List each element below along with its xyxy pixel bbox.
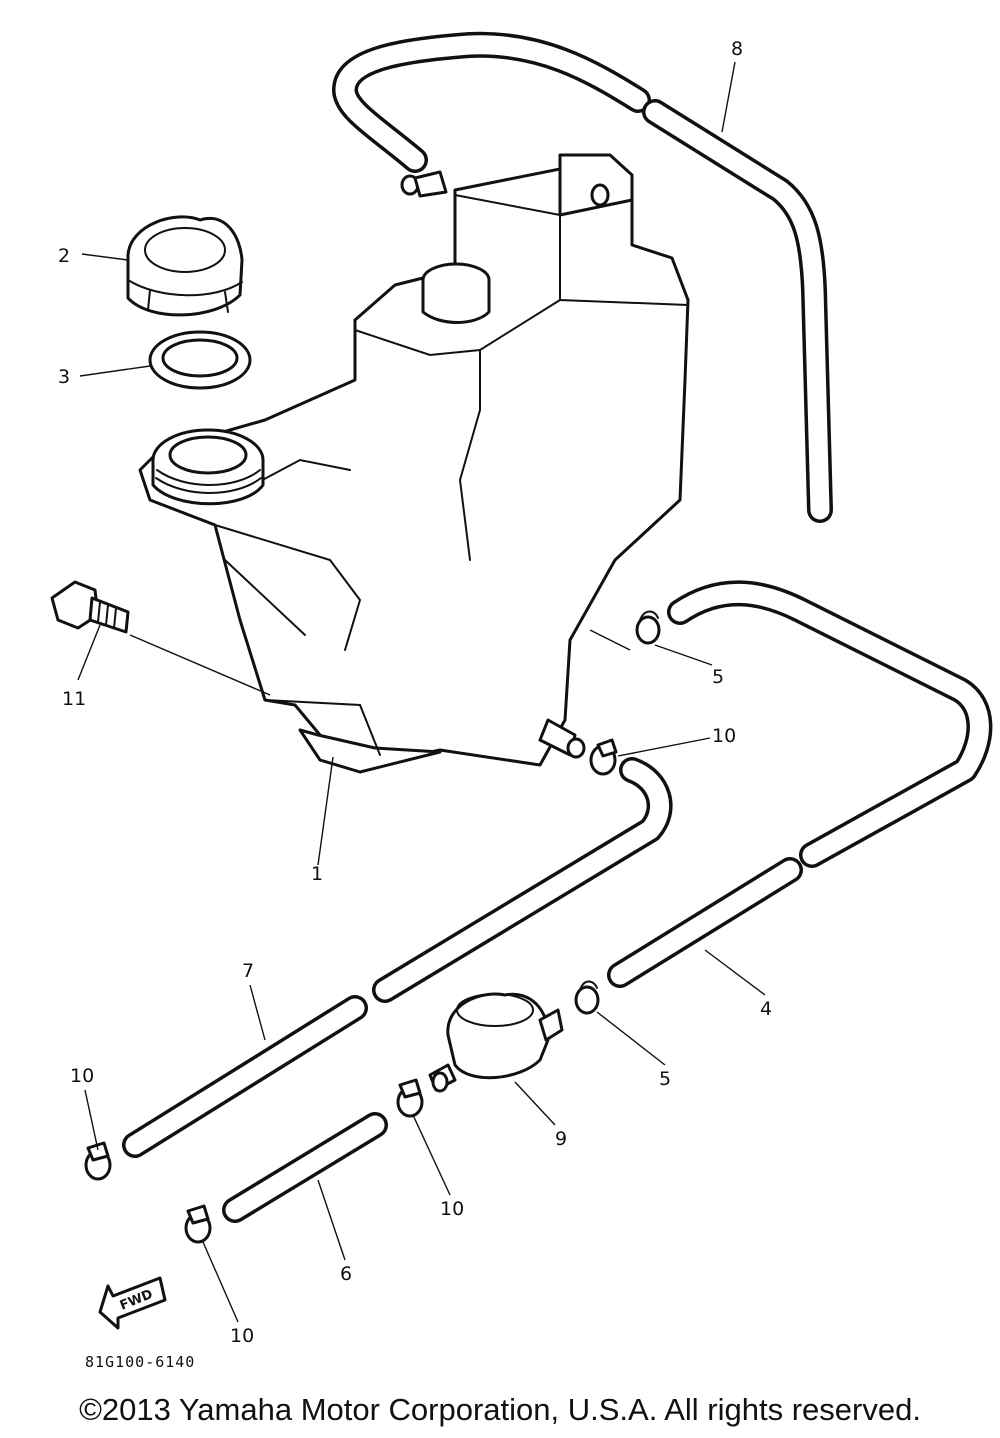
clamp-10-tank xyxy=(589,738,618,776)
callout-11: 11 xyxy=(62,688,86,710)
clamp-10-hose7 xyxy=(84,1141,112,1181)
callout-10-tank: 10 xyxy=(712,725,736,747)
callout-2: 2 xyxy=(58,245,70,267)
clip-5-upper xyxy=(635,610,661,645)
callout-4: 4 xyxy=(760,998,772,1020)
filter-valve xyxy=(428,992,564,1093)
callout-5-lower: 5 xyxy=(659,1068,671,1090)
callout-10-hose7: 10 xyxy=(70,1065,94,1087)
callout-9: 9 xyxy=(555,1128,567,1150)
leader-lines xyxy=(77,61,766,1323)
hose-4 xyxy=(607,580,993,988)
clamp-10-hose6 xyxy=(184,1204,212,1244)
diagram-code: 81G100-6140 xyxy=(85,1353,196,1371)
reservoir-tank xyxy=(138,153,690,774)
clip-5-lower xyxy=(574,980,600,1015)
callout-7: 7 xyxy=(242,960,254,982)
callout-3: 3 xyxy=(58,366,70,388)
reservoir-cap xyxy=(126,215,244,317)
bolt xyxy=(50,580,130,634)
hose-8 xyxy=(332,31,833,523)
clamp-10-filter xyxy=(396,1078,424,1118)
callout-6: 6 xyxy=(340,1263,352,1285)
copyright-notice: ©2013 Yamaha Motor Corporation, U.S.A. A… xyxy=(79,1392,921,1427)
fwd-arrow-icon: FWD xyxy=(98,1276,167,1330)
callout-5-upper: 5 xyxy=(712,666,724,688)
callout-labels: 1 2 3 4 5 5 6 7 8 9 10 10 10 10 11 xyxy=(58,38,772,1347)
gasket xyxy=(148,330,252,390)
callout-8: 8 xyxy=(731,38,743,60)
callout-10-hose6: 10 xyxy=(230,1325,254,1347)
callout-1: 1 xyxy=(311,863,323,885)
callout-10-filter: 10 xyxy=(440,1198,464,1220)
hose-6 xyxy=(222,1112,388,1223)
hose-7 xyxy=(122,757,673,1158)
